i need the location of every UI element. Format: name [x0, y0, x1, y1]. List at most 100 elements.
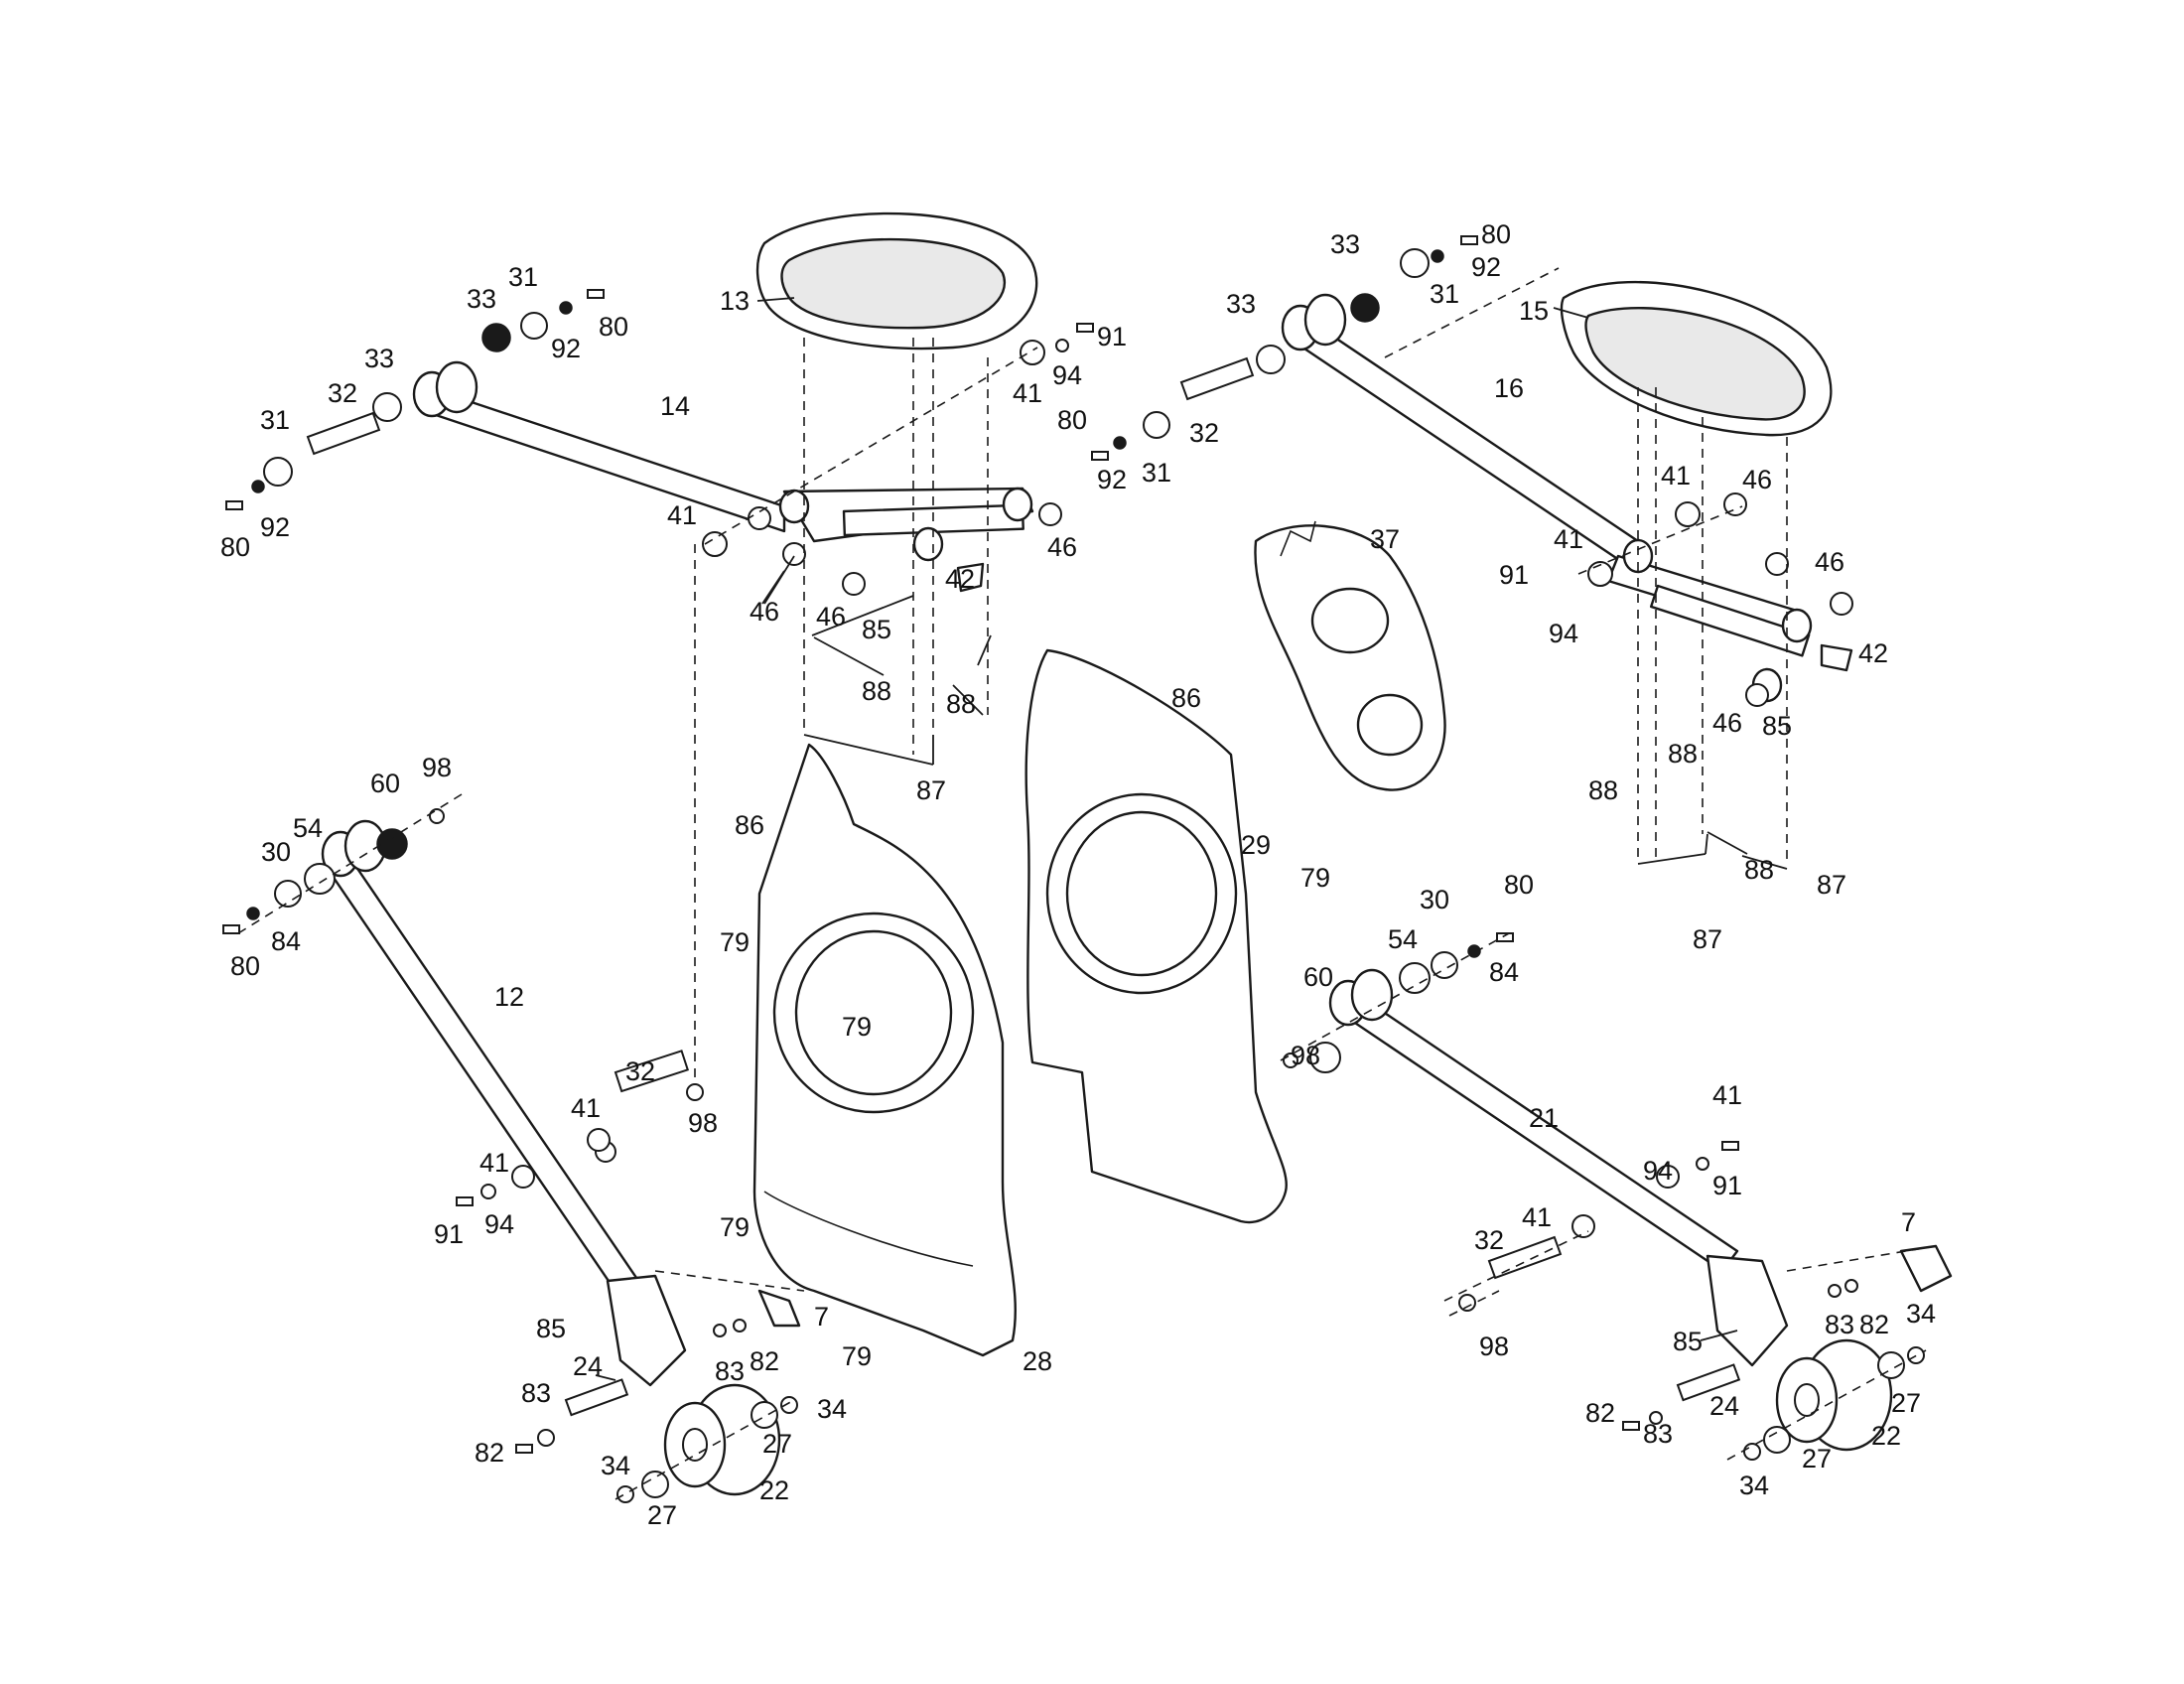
callout: 80 [599, 312, 628, 342]
callout: 83 [1643, 1419, 1673, 1449]
callout: 41 [479, 1148, 509, 1178]
callout: 88 [946, 689, 976, 719]
callout: 88 [1744, 855, 1774, 885]
callout: 32 [328, 378, 357, 408]
callout: 88 [1668, 739, 1698, 769]
callout: 33 [364, 344, 394, 373]
callout: 98 [1479, 1332, 1509, 1361]
callout: 94 [484, 1209, 514, 1239]
callout: 41 [1013, 378, 1042, 408]
callout: 46 [1815, 547, 1844, 577]
callout: 80 [1481, 219, 1511, 249]
callout: 91 [1097, 322, 1127, 351]
callout: 27 [1802, 1444, 1832, 1474]
callout: 24 [1709, 1391, 1739, 1421]
handle-pad-13 [755, 211, 1038, 351]
callout: 31 [1430, 279, 1459, 309]
callout: 82 [1585, 1398, 1615, 1428]
callout: 31 [1142, 458, 1171, 488]
callout: 27 [647, 1500, 677, 1530]
callout: 7 [1901, 1207, 1916, 1237]
arm-16 [1281, 293, 1813, 703]
callout: 42 [945, 564, 975, 594]
callout: 16 [1494, 373, 1524, 403]
callout: 84 [271, 926, 301, 956]
callout: 80 [1504, 870, 1534, 900]
callout: 79 [842, 1341, 872, 1371]
leader-lines [595, 297, 1788, 1381]
callout: 12 [494, 982, 524, 1012]
callout: 87 [916, 775, 946, 805]
callout: 33 [467, 284, 496, 314]
callout: 60 [370, 769, 400, 798]
hardware [222, 235, 1953, 1503]
callout: 30 [1420, 885, 1449, 914]
handle-pad-15 [1560, 280, 1833, 437]
callout: 32 [1189, 418, 1219, 448]
callout: 41 [1661, 461, 1691, 491]
callout: 88 [862, 676, 891, 706]
callout: 87 [1817, 870, 1846, 900]
callout: 34 [1906, 1299, 1936, 1329]
callout: 37 [1370, 524, 1400, 554]
callout: 46 [1712, 708, 1742, 738]
callout: 27 [762, 1429, 792, 1459]
callout: 80 [220, 532, 250, 562]
callout: 92 [1097, 465, 1127, 494]
callout: 34 [1739, 1471, 1769, 1500]
callouts: 13 31 33 92 80 91 33 32 41 94 31 14 92 8… [220, 219, 1936, 1530]
callout: 60 [1303, 962, 1333, 992]
callout: 84 [1489, 957, 1519, 987]
callout: 30 [261, 837, 291, 867]
callout: 34 [601, 1451, 630, 1480]
callout: 46 [750, 597, 779, 627]
bottle-holder-37 [1254, 520, 1446, 791]
callout: 42 [1858, 638, 1888, 668]
callout: 92 [260, 512, 290, 542]
shroud-28 [752, 743, 1017, 1357]
callout: 82 [750, 1346, 779, 1376]
callout: 41 [667, 500, 697, 530]
callout: 13 [720, 286, 750, 316]
callout: 29 [1241, 830, 1271, 860]
callout: 22 [1871, 1421, 1901, 1451]
callout: 41 [1554, 524, 1583, 554]
callout: 7 [814, 1302, 829, 1332]
callout: 83 [715, 1356, 745, 1386]
callout: 91 [1712, 1171, 1742, 1200]
callout: 80 [230, 951, 260, 981]
callout: 88 [1588, 775, 1618, 805]
callout: 91 [434, 1219, 464, 1249]
callout: 21 [1529, 1103, 1559, 1133]
callout: 34 [817, 1394, 847, 1424]
callout: 79 [720, 927, 750, 957]
callout: 87 [1693, 924, 1722, 954]
callout: 46 [1047, 532, 1077, 562]
callout: 82 [475, 1438, 504, 1468]
callout: 15 [1519, 296, 1549, 326]
callout: 54 [1388, 924, 1418, 954]
callout: 82 [1859, 1310, 1889, 1339]
callout: 86 [1171, 683, 1201, 713]
callout: 94 [1643, 1156, 1673, 1186]
callout: 41 [1522, 1202, 1552, 1232]
callout: 83 [521, 1378, 551, 1408]
callout: 79 [842, 1012, 872, 1042]
callout: 85 [536, 1314, 566, 1343]
callout: 33 [1330, 229, 1360, 259]
callout: 32 [625, 1056, 655, 1086]
callout: 92 [551, 334, 581, 363]
callout: 83 [1825, 1310, 1854, 1339]
callout: 85 [1673, 1327, 1703, 1356]
callout: 46 [816, 602, 846, 632]
callout: 79 [1300, 863, 1330, 893]
arm-21 [1328, 968, 1789, 1367]
callout: 46 [1742, 465, 1772, 494]
arm-14 [412, 360, 1034, 562]
assembly-lines [237, 267, 1937, 1500]
callout: 33 [1226, 289, 1256, 319]
wheel-22-right [1775, 1338, 1893, 1452]
arm-12 [321, 819, 687, 1387]
shroud-29 [1024, 648, 1288, 1224]
